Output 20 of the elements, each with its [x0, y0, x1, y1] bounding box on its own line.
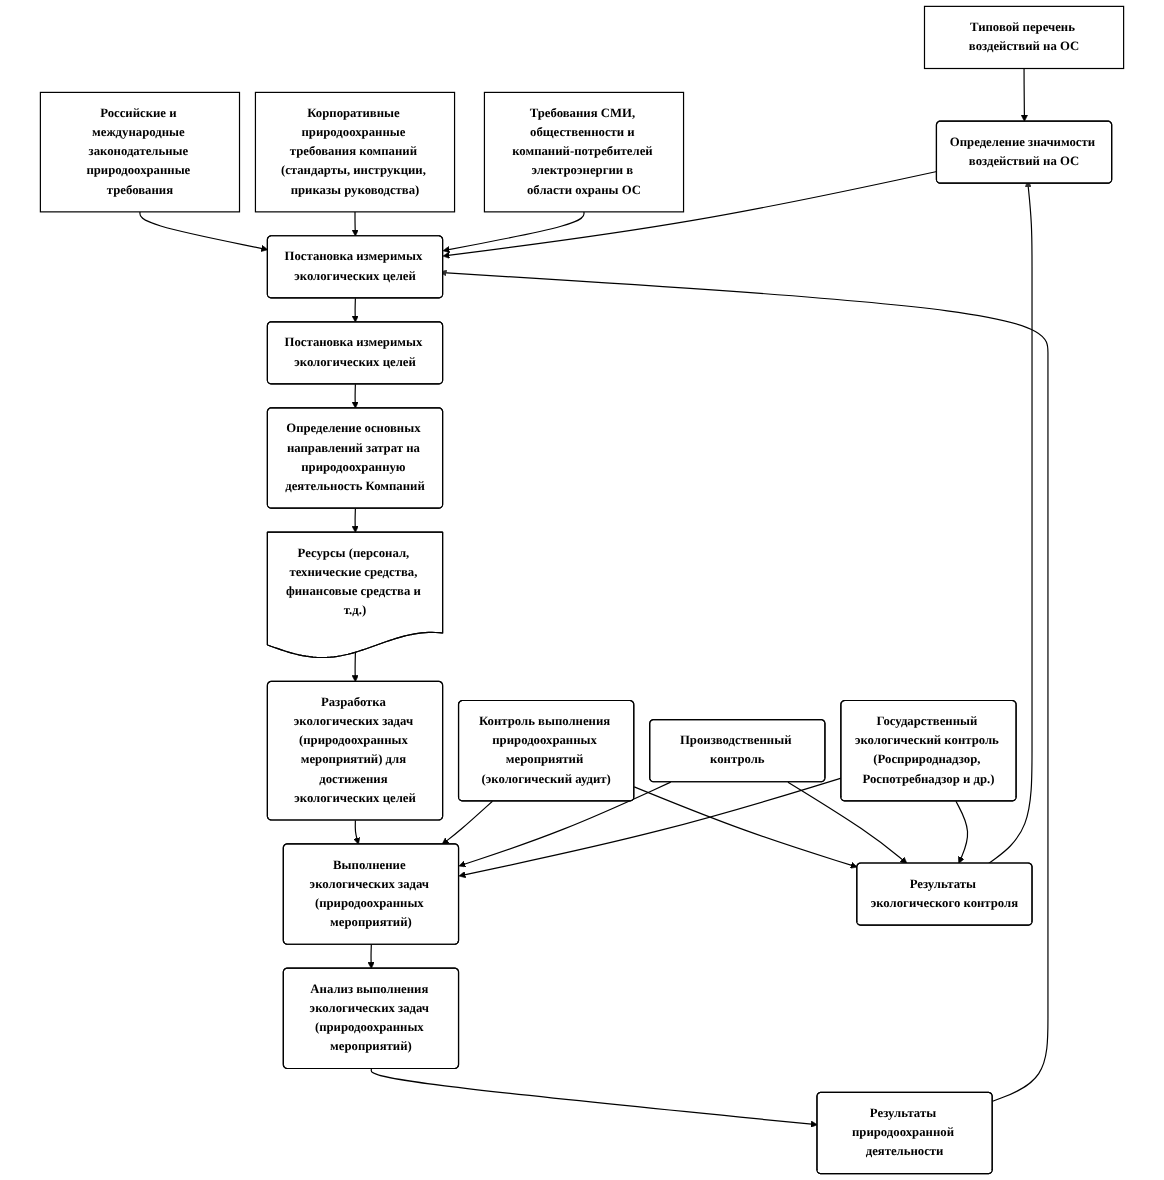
- arrow: [353, 819, 361, 845]
- arrow: [351, 383, 359, 409]
- arrow: [439, 269, 1049, 1102]
- arrow: [988, 180, 1033, 864]
- arrow: [442, 170, 938, 259]
- arrow: [351, 652, 359, 683]
- arrow: [787, 781, 908, 864]
- arrow: [441, 800, 494, 845]
- arrow: [139, 211, 269, 252]
- arrow: [370, 1068, 818, 1128]
- arrow: [351, 211, 359, 237]
- arrow: [351, 297, 359, 323]
- arrow: [633, 786, 858, 869]
- arrow: [351, 507, 359, 533]
- arrow: [458, 781, 672, 868]
- arrow: [442, 211, 585, 253]
- arrow: [458, 777, 842, 879]
- arrow: [1020, 67, 1028, 122]
- arrow: [955, 800, 969, 864]
- arrow: [367, 944, 375, 969]
